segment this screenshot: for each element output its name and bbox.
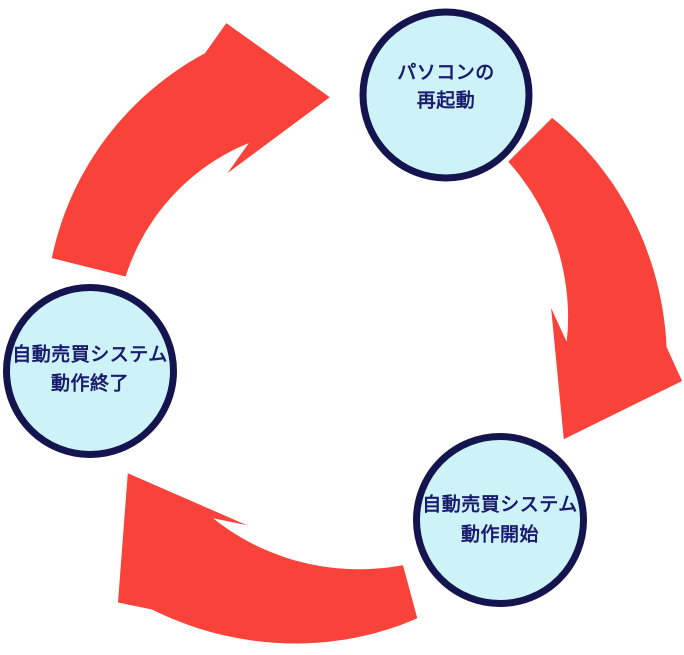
node-pc-restart-circle: [359, 8, 533, 182]
node-pc-restart: パソコンの 再起動: [359, 8, 533, 182]
node-system-stop-label-line1: 自動売買システム: [12, 343, 167, 366]
node-system-stop: 自動売買システム 動作終了: [3, 284, 177, 458]
node-system-start-label-line2: 動作開始: [461, 523, 539, 546]
node-system-stop-circle: [3, 284, 177, 458]
arrow-stop-to-restart-icon: [51, 23, 330, 277]
node-pc-restart-label-line2: 再起動: [417, 90, 476, 112]
node-system-stop-label-line2: 動作終了: [51, 372, 129, 395]
arrow-restart-to-start-icon: [508, 117, 683, 440]
cycle-arrows: [51, 23, 683, 644]
node-system-start: 自動売買システム 動作開始: [413, 433, 587, 607]
node-system-start-label-line1: 自動売買システム: [422, 493, 577, 516]
node-pc-restart-label-line1: パソコンの: [397, 62, 495, 84]
node-system-start-circle: [413, 433, 587, 607]
arrow-start-to-stop-icon: [118, 473, 418, 644]
